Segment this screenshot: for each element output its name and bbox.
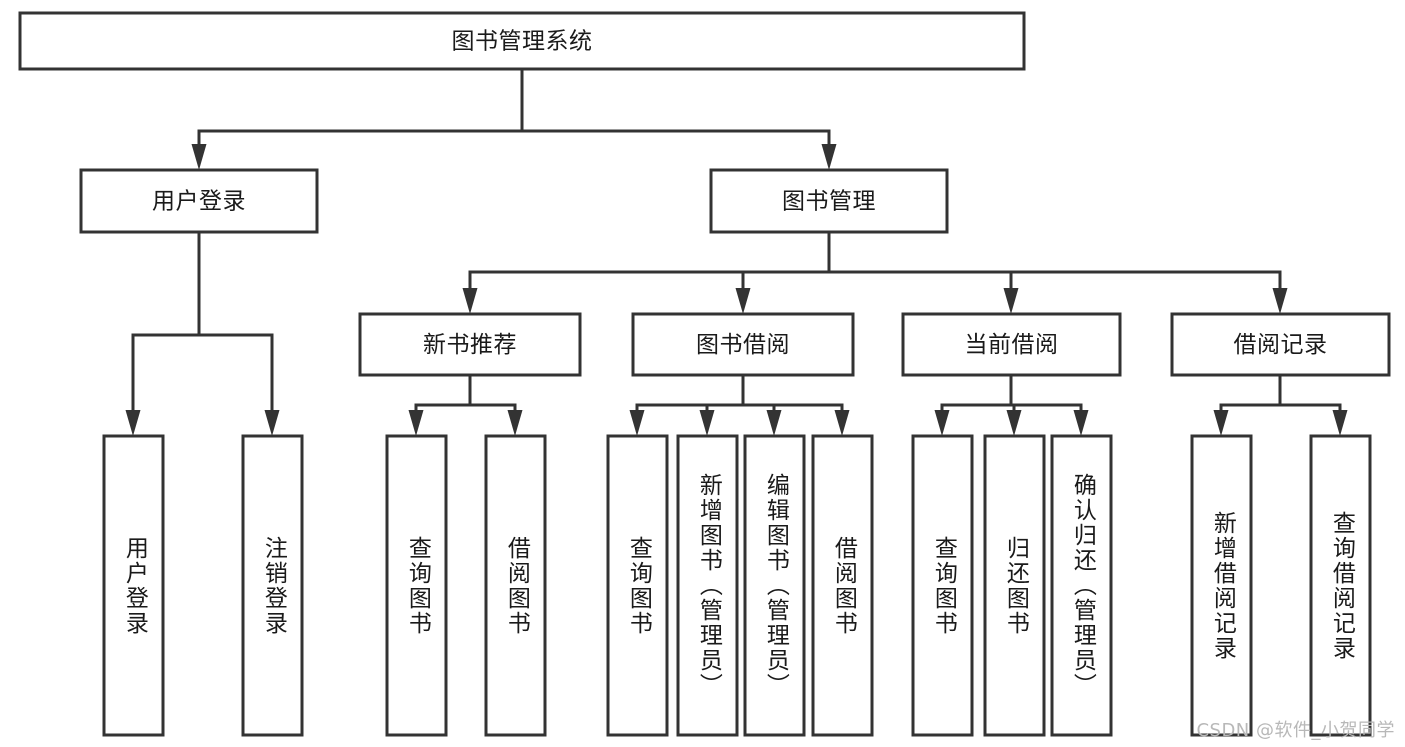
- node-level3-new-book-recommend[interactable]: [358, 312, 582, 377]
- node-root-root[interactable]: [18, 11, 1026, 71]
- node-leaf-leaf-add-borrow-record[interactable]: [1190, 434, 1253, 737]
- node-label-book-management: 图书管理: [782, 189, 876, 215]
- arrow-head-icon: [408, 410, 424, 436]
- arrow-head-icon: [191, 144, 207, 170]
- arrow-head-icon: [834, 410, 850, 436]
- arrow-head-icon: [1272, 288, 1288, 314]
- conn-userlogin-to-leaves: [125, 230, 280, 436]
- arrow-head-icon: [462, 288, 478, 314]
- conn-root-to-level2: [191, 67, 837, 170]
- node-leaf-leaf-user-login[interactable]: [102, 434, 165, 737]
- node-level2-book-management[interactable]: [709, 168, 949, 234]
- arrow-head-icon: [934, 410, 950, 436]
- node-label-root: 图书管理系统: [452, 29, 593, 55]
- node-label-borrow-record: 借阅记录: [1234, 332, 1328, 358]
- arrow-head-icon: [1213, 410, 1229, 436]
- arrow-head-icon: [821, 144, 837, 170]
- conn-bookmgmt-to-level3: [462, 230, 1288, 314]
- arrow-head-icon: [766, 410, 782, 436]
- arrow-head-icon: [1073, 410, 1089, 436]
- arrow-head-icon: [1006, 410, 1022, 436]
- node-label-book-borrow: 图书借阅: [696, 332, 790, 358]
- watermark-text: CSDN @软件_小贺同学: [1196, 720, 1395, 741]
- node-leaf-leaf-confirm-return-admin[interactable]: [1050, 434, 1113, 737]
- node-level2-user-login[interactable]: [79, 168, 319, 234]
- conn-record-to-leaves: [1213, 373, 1348, 436]
- node-leaf-leaf-edit-book-admin[interactable]: [743, 434, 806, 737]
- conn-current-to-leaves: [934, 373, 1089, 436]
- node-level3-book-borrow[interactable]: [631, 312, 855, 377]
- node-label-user-login: 用户登录: [152, 189, 246, 215]
- node-leaf-leaf-logout[interactable]: [241, 434, 304, 737]
- node-leaf-leaf-query-book-current[interactable]: [911, 434, 974, 737]
- arrow-head-icon: [1332, 410, 1348, 436]
- arrow-head-icon: [507, 410, 523, 436]
- node-leaf-leaf-add-book-admin[interactable]: [676, 434, 739, 737]
- node-label-current-borrow: 当前借阅: [965, 332, 1059, 358]
- node-boxes-layer: [18, 11, 1391, 737]
- arrow-head-icon: [125, 410, 141, 436]
- node-leaf-leaf-query-book-recommend[interactable]: [385, 434, 448, 737]
- node-leaf-leaf-query-borrow-record[interactable]: [1309, 434, 1372, 737]
- conn-recommend-to-leaves: [408, 373, 523, 436]
- connectors-layer: [125, 67, 1348, 436]
- node-label-new-book-recommend: 新书推荐: [423, 332, 517, 358]
- arrow-head-icon: [1003, 288, 1019, 314]
- arrow-head-icon: [264, 410, 280, 436]
- node-level3-current-borrow[interactable]: [901, 312, 1122, 377]
- node-leaf-leaf-borrow-book[interactable]: [811, 434, 874, 737]
- node-leaf-leaf-borrow-book-recommend[interactable]: [484, 434, 547, 737]
- arrow-head-icon: [629, 410, 645, 436]
- node-leaf-leaf-return-book[interactable]: [983, 434, 1046, 737]
- node-leaf-leaf-query-book-borrow[interactable]: [606, 434, 669, 737]
- arrow-head-icon: [735, 288, 751, 314]
- conn-borrow-to-leaves: [629, 373, 850, 436]
- node-level3-borrow-record[interactable]: [1170, 312, 1391, 377]
- arrow-head-icon: [699, 410, 715, 436]
